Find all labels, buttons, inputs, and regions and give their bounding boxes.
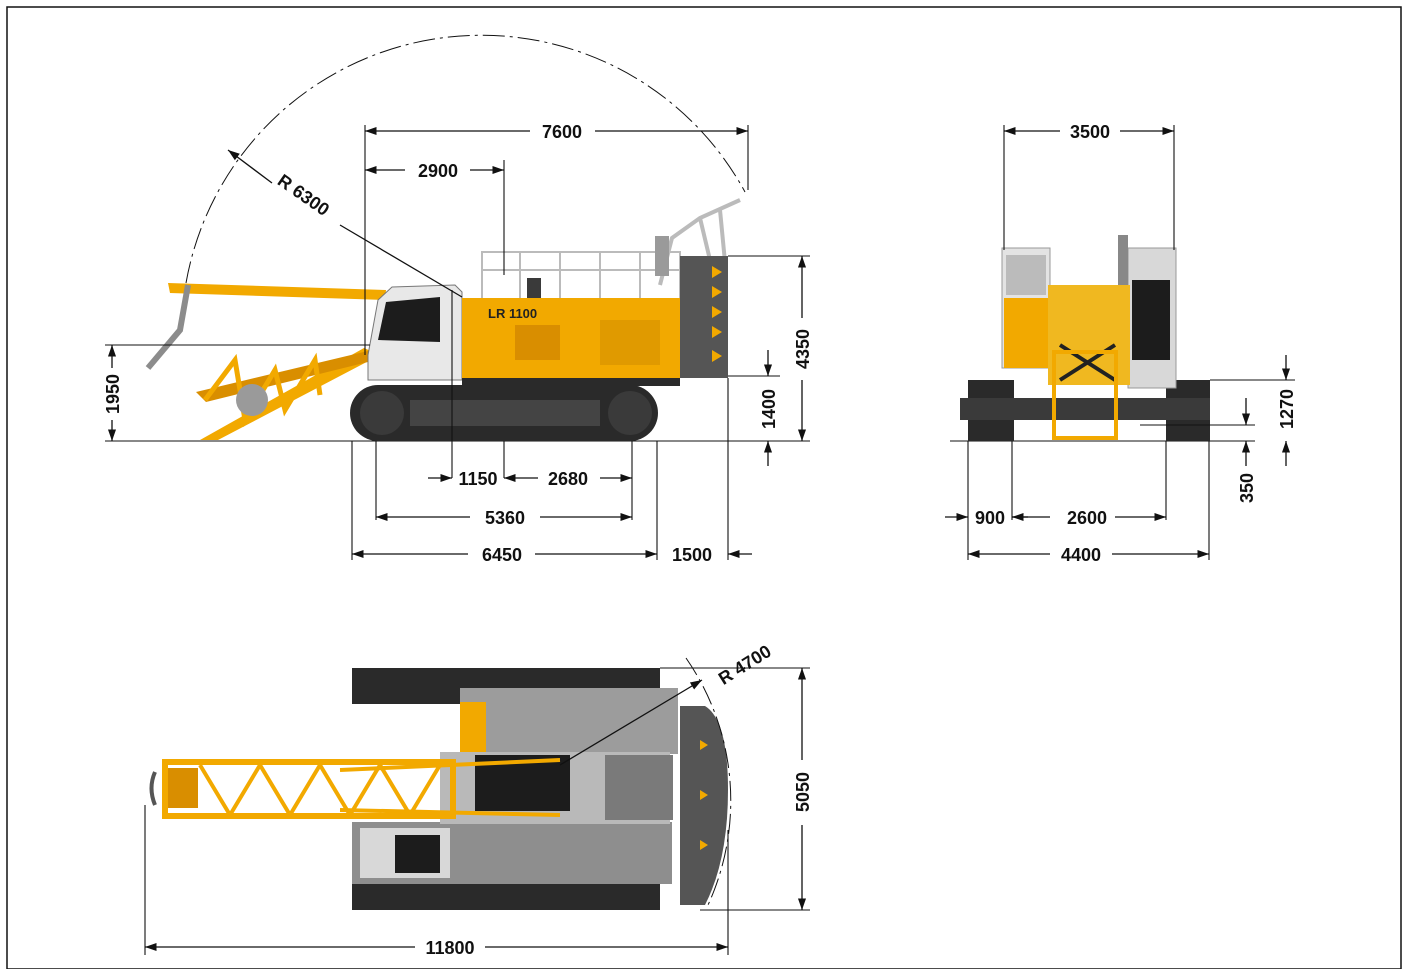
dim-1150: 1150 [458,469,497,489]
side-swing-arc [185,34,746,284]
dim-5360: 5360 [485,508,525,528]
top-boom [149,758,561,819]
dim-2900: 2900 [418,161,458,181]
dim-11800: 11800 [425,938,474,958]
dim-2680: 2680 [548,469,588,489]
side-crawler [350,385,658,441]
dim-5050: 5050 [793,772,813,812]
dim-4400: 4400 [1061,545,1101,565]
dim-1400: 1400 [759,389,779,429]
dim-4350: 4350 [793,329,813,369]
dim-1500: 1500 [672,545,712,565]
front-body [1001,235,1177,440]
top-body [352,688,728,905]
dim-r4700: R 4700 [715,641,775,689]
dim-r6300: R 6300 [274,170,333,220]
front-view: 3500 1270 350 900 2600 4400 [945,122,1297,565]
dim-1270: 1270 [1277,389,1297,429]
side-cab [367,284,463,381]
side-boom [145,283,386,440]
model-label: LR 1100 [488,306,537,321]
page-border [6,6,1402,969]
dim-6450: 6450 [482,545,522,565]
dim-900: 900 [975,508,1005,528]
dim-350: 350 [1237,473,1257,503]
side-upper-carriage: LR 1100 [462,198,741,386]
dim-1950: 1950 [103,374,123,414]
dim-3500: 3500 [1070,122,1110,142]
side-view: LR 1100 7600 [103,34,813,565]
side-counterweight [680,256,728,378]
top-view: R 4700 5050 11800 [144,641,813,958]
top-swing-arc [685,657,732,906]
dim-2600: 2600 [1067,508,1107,528]
dim-7600: 7600 [542,122,582,142]
